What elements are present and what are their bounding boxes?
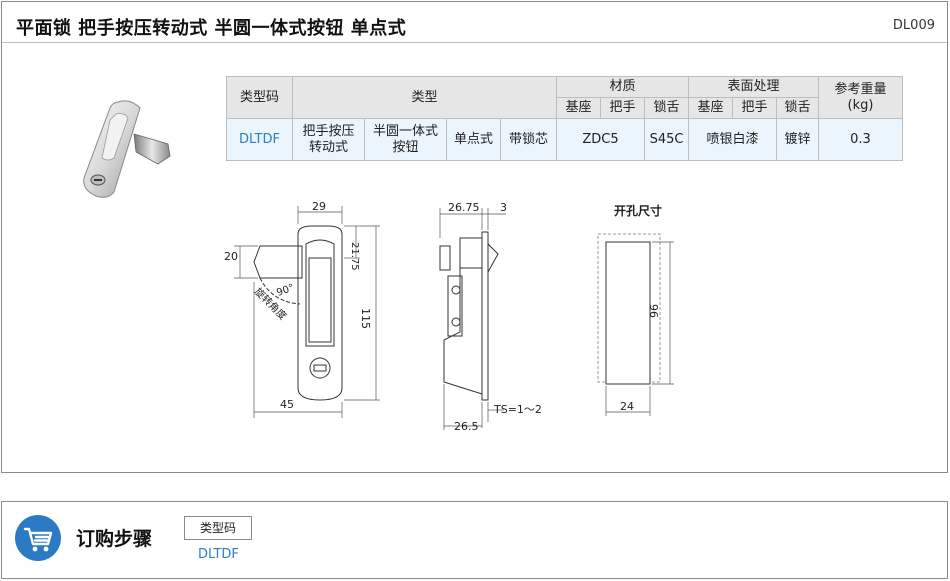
row-surface-base-handle: 喷银白漆 <box>688 118 777 161</box>
row-type-code[interactable]: DLTDF <box>226 118 293 161</box>
product-panel: 平面锁 把手按压转动式 半圆一体式按钮 单点式 DL009 <box>1 1 948 473</box>
row-surface-tongue: 镀锌 <box>776 118 819 161</box>
angle-90: 90° <box>275 282 295 298</box>
header-type: 类型 <box>292 76 557 119</box>
row-type-2: 半圆一体式 按钮 <box>364 118 447 161</box>
row-weight: 0.3 <box>818 118 903 161</box>
product-photo <box>83 100 171 198</box>
order-type-label: 类型码 <box>184 516 252 540</box>
dim-45: 45 <box>280 398 294 411</box>
order-title: 订购步骤 <box>76 528 153 550</box>
dim-3: 3 <box>500 201 507 214</box>
row-type-1: 把手按压 转动式 <box>292 118 365 161</box>
cutout-view-drawing: 96 24 <box>597 233 674 416</box>
title-divider <box>2 42 947 43</box>
dim-26-5: 26.5 <box>454 420 479 433</box>
header-material: 材质 <box>556 76 689 98</box>
row-type-2-b: 按钮 <box>392 139 419 155</box>
row-material-tongue: S45C <box>644 118 689 161</box>
page-title: 平面锁 把手按压转动式 半圆一体式按钮 单点式 <box>16 18 407 39</box>
front-view-drawing: 29 21.75 20 115 45 90° 旋转角度 <box>224 200 380 418</box>
dim-26-75: 26.75 <box>448 201 480 214</box>
header-handle: 把手 <box>600 97 645 119</box>
dim-21-75: 21.75 <box>349 242 360 271</box>
row-material-base-handle: ZDC5 <box>556 118 645 161</box>
row-type-4: 带锁芯 <box>500 118 557 161</box>
header-weight: 参考重量 (kg) <box>818 76 903 119</box>
cutout-title: 开孔尺寸 <box>614 204 663 218</box>
row-type-3: 单点式 <box>446 118 501 161</box>
dim-115: 115 <box>359 308 372 329</box>
header-weight-unit: (kg) <box>847 97 874 113</box>
row-type-1-b: 转动式 <box>308 139 348 155</box>
dim-width-29: 29 <box>312 200 326 213</box>
order-panel: 订购步骤 类型码 DLTDF <box>1 501 948 579</box>
dim-ts: TS=1～2 <box>493 403 542 416</box>
header-surface-handle: 把手 <box>732 97 777 119</box>
header-type-code: 类型码 <box>226 76 293 119</box>
header-surface: 表面处理 <box>688 76 819 98</box>
spec-table: 类型码 类型 材质 表面处理 参考重量 (kg) 基座 把手 锁舌 基座 把手 … <box>226 76 903 161</box>
dim-20: 20 <box>224 250 238 263</box>
header-weight-label: 参考重量 <box>834 81 887 97</box>
dim-96: 96 <box>648 304 661 318</box>
cart-icon <box>15 515 61 561</box>
header-tongue: 锁舌 <box>644 97 689 119</box>
header-surface-base: 基座 <box>688 97 733 119</box>
order-type-value[interactable]: DLTDF <box>198 547 239 562</box>
row-type-2-a: 半圆一体式 <box>372 123 438 139</box>
row-type-1-a: 把手按压 <box>302 123 355 139</box>
header-base: 基座 <box>556 97 601 119</box>
dim-24: 24 <box>620 400 634 413</box>
header-surface-tongue: 锁舌 <box>776 97 819 119</box>
side-view-drawing: 26.75 3 TS=1～2 26.5 <box>439 201 542 433</box>
product-code: DL009 <box>892 18 935 33</box>
